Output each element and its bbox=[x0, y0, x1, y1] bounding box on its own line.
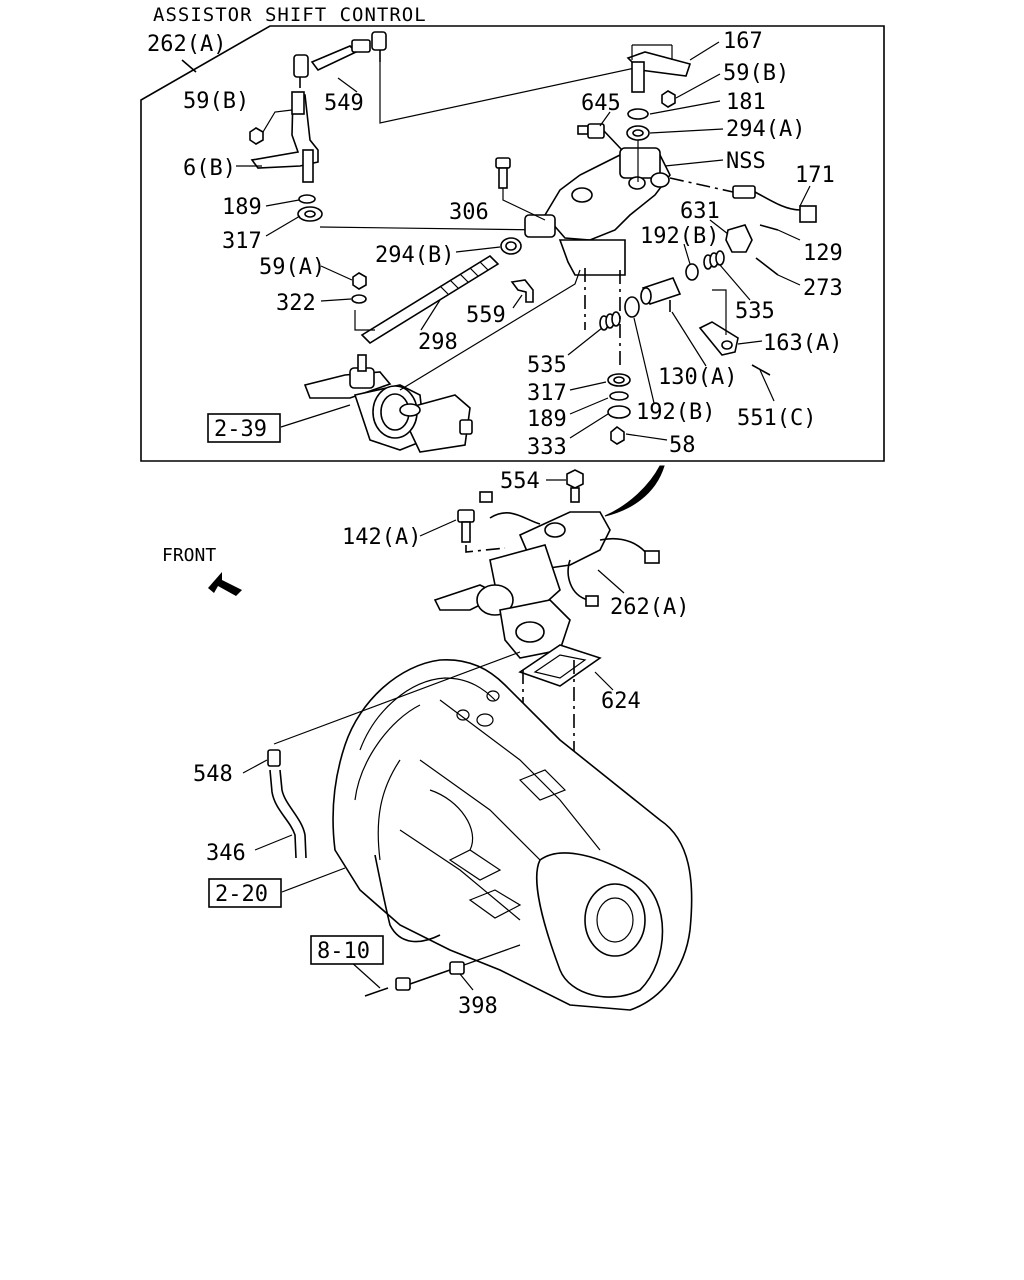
sleeve-130a bbox=[640, 277, 682, 312]
callout-273: 273 bbox=[803, 276, 843, 301]
callout-181: 181 bbox=[726, 90, 766, 115]
callout-163a: 163(A) bbox=[763, 331, 842, 356]
washer-192b-top bbox=[685, 263, 699, 281]
oring-189-bot bbox=[609, 391, 629, 401]
detail-arrow bbox=[604, 465, 665, 517]
shift-lever-6b bbox=[250, 91, 319, 183]
washer-192b-right bbox=[624, 296, 640, 318]
seal-294a bbox=[626, 125, 650, 141]
ball-joint-rod-549 bbox=[293, 31, 387, 88]
callout-192b-bot: 192(B) bbox=[636, 400, 715, 425]
callout-306: 306 bbox=[449, 200, 489, 225]
front-label: FRONT bbox=[162, 545, 216, 566]
bushing-317-bot bbox=[607, 373, 631, 387]
callout-551c: 551(C) bbox=[737, 406, 816, 431]
callout-294b: 294(B) bbox=[375, 243, 454, 268]
nut-59b-right bbox=[661, 90, 676, 108]
washer-333 bbox=[607, 405, 631, 419]
hose-line bbox=[374, 854, 441, 943]
bushing-317-top bbox=[297, 206, 323, 222]
bolt-554 bbox=[566, 469, 584, 503]
detail-frame bbox=[140, 25, 885, 462]
front-arrow-icon bbox=[208, 572, 242, 596]
callout-142a: 142(A) bbox=[342, 525, 421, 550]
link-line-549-167 bbox=[379, 59, 673, 124]
sensor-171 bbox=[732, 185, 817, 223]
callout-559: 559 bbox=[466, 303, 506, 328]
ref-box-8-10[interactable] bbox=[310, 935, 384, 965]
assistor-assembly-mounted bbox=[433, 491, 660, 659]
bolt-306 bbox=[495, 157, 511, 189]
shift-housing bbox=[524, 147, 671, 276]
callout-labels: 262(A) 549 59(B) 6(B) 189 317 59(A) 322 … bbox=[147, 29, 843, 1019]
pin-129 bbox=[759, 224, 779, 231]
leader-262a-top bbox=[181, 59, 197, 73]
pin-273 bbox=[755, 257, 779, 276]
callout-192b: 192(B) bbox=[640, 224, 719, 249]
spring-535-right bbox=[703, 250, 725, 270]
callout-59a: 59(A) bbox=[259, 255, 325, 280]
bolt-142a bbox=[457, 509, 475, 543]
ref-2-39[interactable]: 2-39 bbox=[214, 417, 267, 442]
callout-398: 398 bbox=[458, 994, 498, 1019]
callout-262a: 262(A) bbox=[147, 32, 226, 57]
nut-58 bbox=[610, 425, 625, 445]
callout-298: 298 bbox=[418, 330, 458, 355]
callout-322: 322 bbox=[276, 291, 316, 316]
callout-548: 548 bbox=[193, 762, 233, 787]
nut-59a bbox=[352, 272, 367, 290]
breather-559 bbox=[510, 279, 534, 303]
callout-554: 554 bbox=[500, 469, 540, 494]
ref-8-10[interactable]: 8-10 bbox=[317, 939, 370, 964]
callout-645: 645 bbox=[581, 91, 621, 116]
hose-346 bbox=[267, 749, 307, 859]
callout-6b: 6(B) bbox=[183, 156, 236, 181]
callout-317-bot: 317 bbox=[527, 381, 567, 406]
callout-171: 171 bbox=[795, 163, 835, 188]
callout-130a: 130(A) bbox=[658, 365, 737, 390]
ref-box-2-39[interactable] bbox=[207, 413, 281, 443]
arm-163a bbox=[698, 321, 739, 356]
callout-631: 631 bbox=[680, 199, 720, 224]
ref-2-20[interactable]: 2-20 bbox=[215, 882, 268, 907]
assistor-actuator-top bbox=[303, 354, 473, 453]
callout-549: 549 bbox=[324, 91, 364, 116]
transmission-case bbox=[332, 659, 693, 1011]
gasket-624 bbox=[518, 644, 602, 687]
callout-129: 129 bbox=[803, 241, 843, 266]
washer-181 bbox=[627, 108, 649, 120]
callout-nss: NSS bbox=[726, 149, 766, 174]
seal-294b bbox=[500, 237, 522, 255]
spring-535-mid bbox=[599, 311, 621, 331]
callout-59b-right: 59(B) bbox=[723, 61, 789, 86]
callout-624: 624 bbox=[601, 689, 641, 714]
pin-551c bbox=[751, 364, 771, 376]
ref-box-2-20[interactable] bbox=[208, 878, 282, 908]
callout-535-right: 535 bbox=[735, 299, 775, 324]
lever-167 bbox=[626, 51, 692, 93]
callout-189: 189 bbox=[222, 195, 262, 220]
callout-333: 333 bbox=[527, 435, 567, 460]
callout-59b: 59(B) bbox=[183, 89, 249, 114]
diagram-title: ASSISTOR SHIFT CONTROL bbox=[153, 4, 427, 26]
callout-294a: 294(A) bbox=[726, 117, 805, 142]
callout-535: 535 bbox=[527, 353, 567, 378]
callout-167: 167 bbox=[723, 29, 763, 54]
block-631 bbox=[725, 224, 753, 253]
switch-645 bbox=[577, 123, 623, 151]
callout-58: 58 bbox=[669, 433, 696, 458]
callout-317: 317 bbox=[222, 229, 262, 254]
nut-59b-left bbox=[249, 127, 264, 145]
callout-346: 346 bbox=[206, 841, 246, 866]
shaft-298 bbox=[360, 254, 500, 345]
callout-262a-mid: 262(A) bbox=[610, 595, 689, 620]
callout-189-bot: 189 bbox=[527, 407, 567, 432]
washer-322 bbox=[351, 294, 367, 304]
sensor-398 bbox=[364, 944, 521, 997]
oring-189-top bbox=[298, 194, 316, 204]
